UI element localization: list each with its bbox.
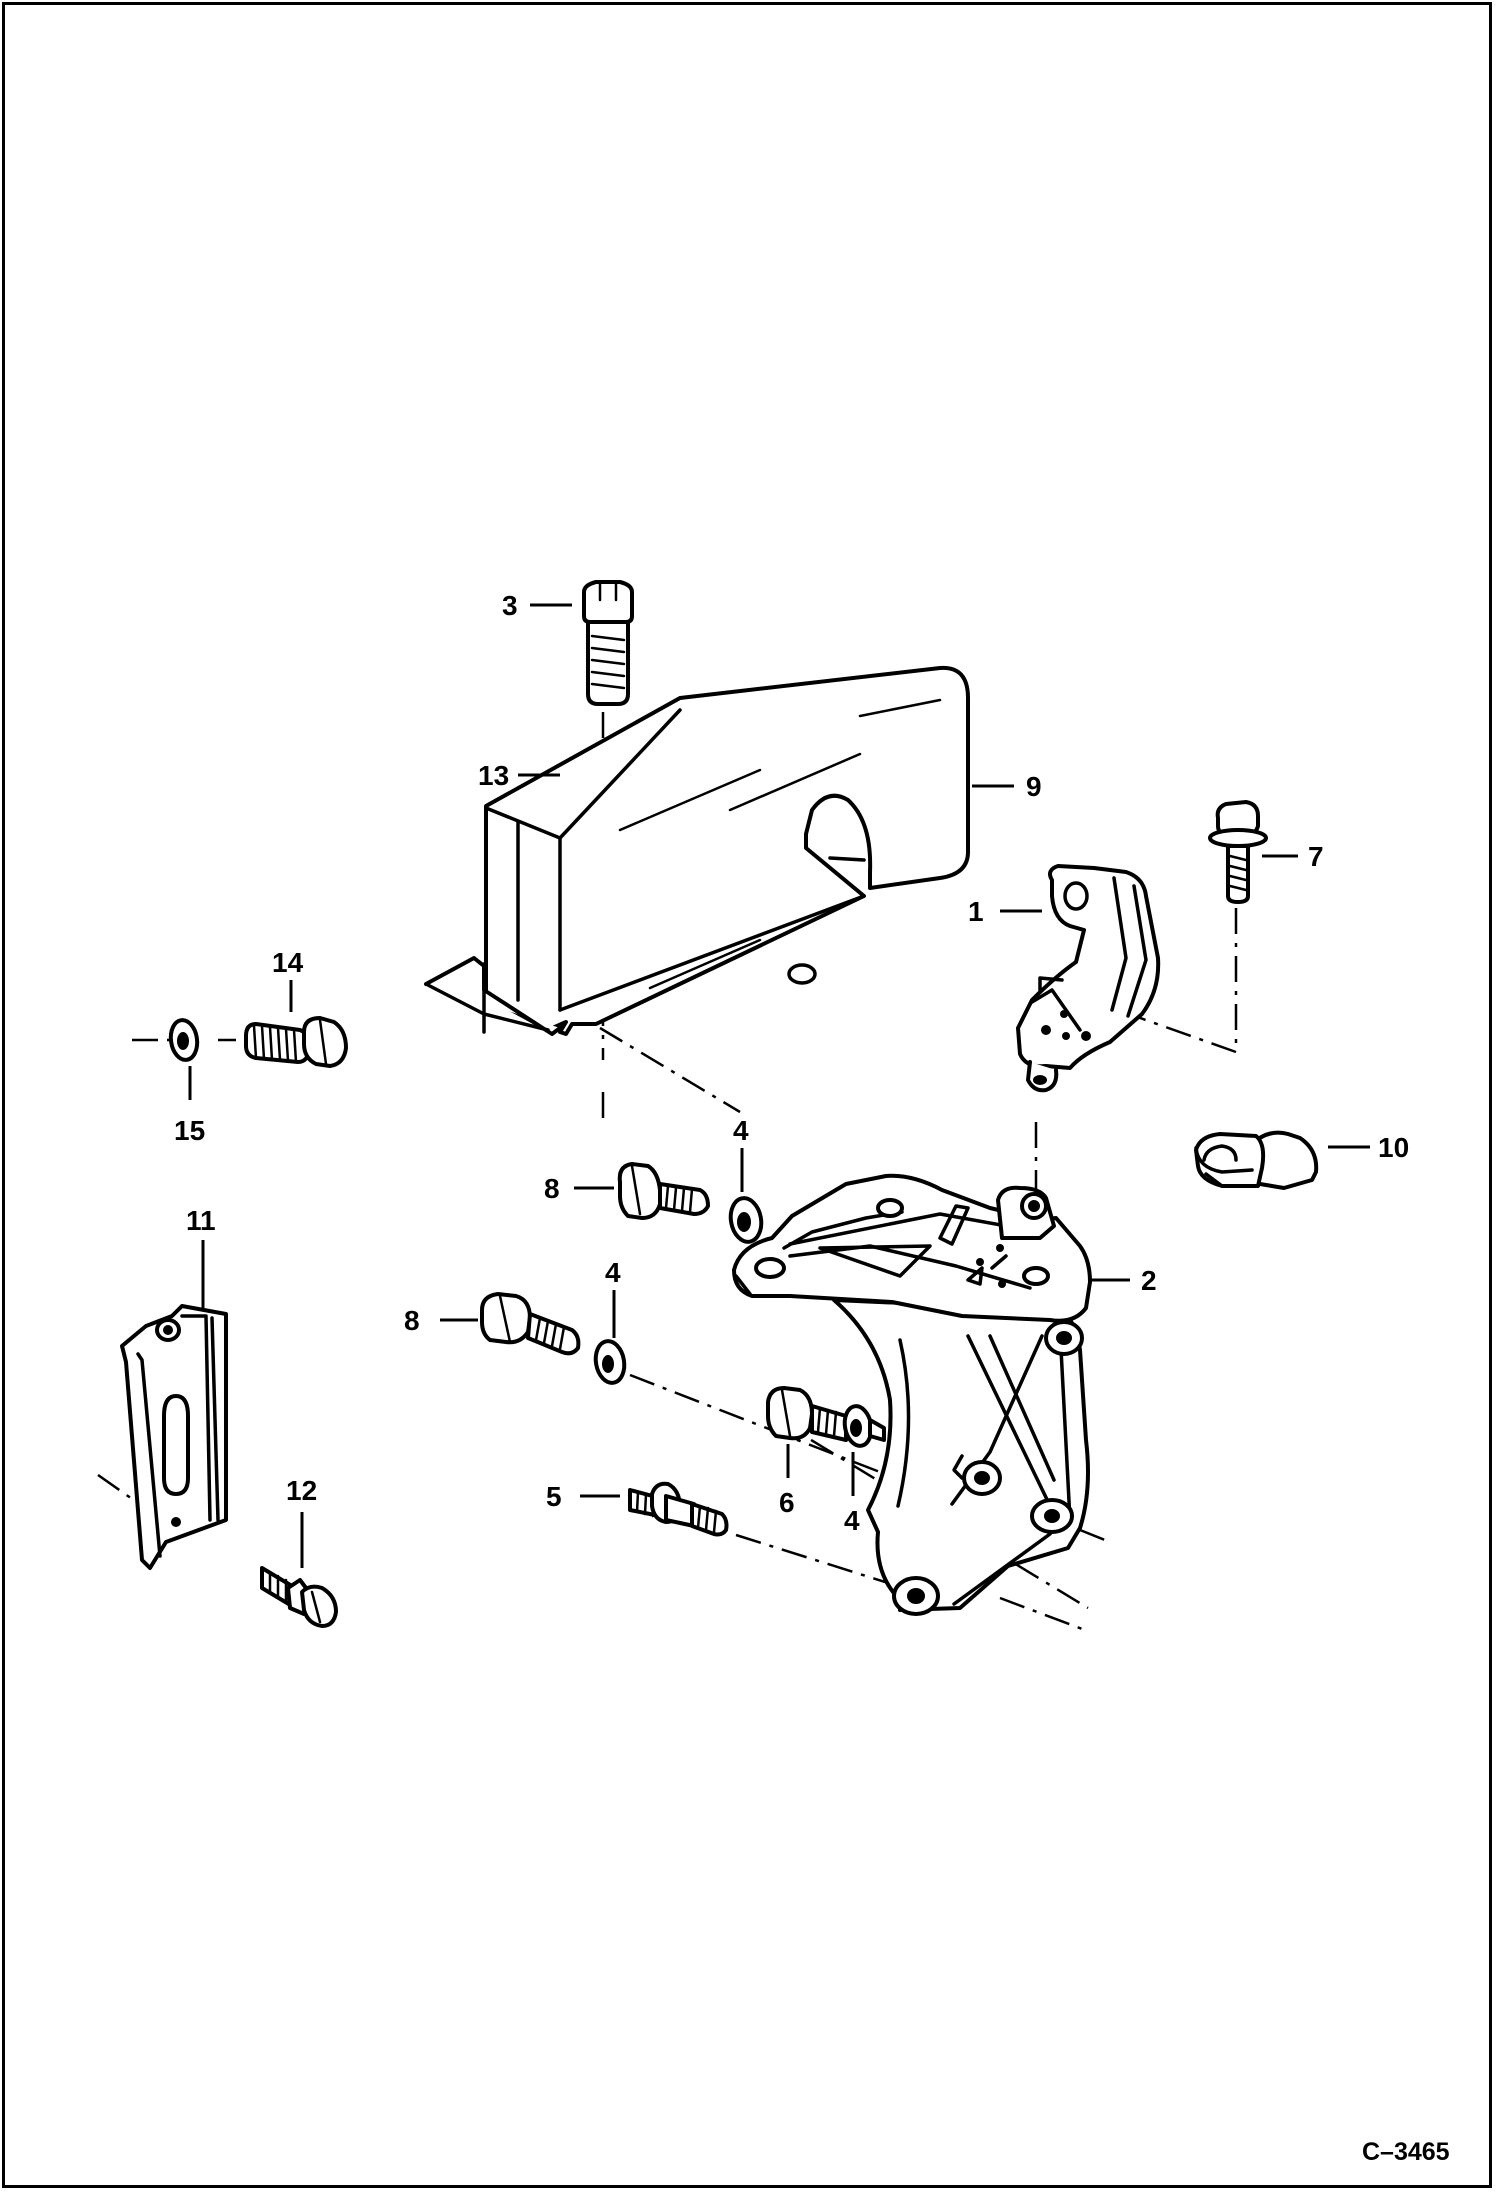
- callout-12: 12: [286, 1475, 317, 1506]
- callout-5: 5: [546, 1481, 562, 1512]
- callout-7: 7: [1308, 841, 1324, 872]
- mounting-bracket-part-2: [732, 1173, 1092, 1616]
- clamp-part-10: [1194, 1130, 1319, 1190]
- stud-bolt-part-5: [628, 1481, 729, 1537]
- slotted-plate-part-11: [120, 1304, 228, 1570]
- callout-13: 13: [478, 760, 509, 791]
- callout-8-top: 8: [544, 1173, 560, 1204]
- callout-4-top: 4: [733, 1115, 749, 1146]
- cap-screw-part-3: [582, 580, 634, 706]
- washer-part-4-top: [728, 1196, 764, 1244]
- callout-labels: 3 13 9 7 1 14 15 10 4 8 2 11 4 8 6 4 5 1…: [174, 590, 1409, 1536]
- washer-part-15: [168, 1018, 200, 1062]
- figure-reference: C–3465: [1362, 2138, 1450, 2166]
- hex-bolt-part-8-lower: [480, 1292, 581, 1356]
- callout-8-lower: 8: [404, 1305, 420, 1336]
- callout-2: 2: [1141, 1265, 1157, 1296]
- callout-3: 3: [502, 590, 518, 621]
- nut-part-6: [766, 1386, 848, 1442]
- callout-15: 15: [174, 1115, 205, 1146]
- callout-11: 11: [186, 1205, 216, 1236]
- callout-1: 1: [968, 896, 984, 927]
- hex-bolt-part-8-top: [617, 1162, 710, 1220]
- callout-4-middle: 4: [605, 1257, 621, 1288]
- flange-bolt-part-12: [260, 1566, 338, 1628]
- leader-lines: [188, 603, 1370, 1568]
- hex-bolt-part-14: [244, 1016, 348, 1068]
- callout-14: 14: [272, 947, 304, 978]
- callout-9: 9: [1026, 771, 1042, 802]
- cover-part-9: [424, 665, 970, 1036]
- bracket-part-1: [1016, 864, 1161, 1093]
- washer-part-4-lower: [842, 1404, 886, 1448]
- flange-bolt-part-7: [1208, 800, 1268, 904]
- washer-part-4-middle: [593, 1339, 627, 1385]
- callout-6: 6: [779, 1487, 795, 1518]
- callout-10: 10: [1378, 1132, 1409, 1163]
- callout-4-lower: 4: [844, 1505, 860, 1536]
